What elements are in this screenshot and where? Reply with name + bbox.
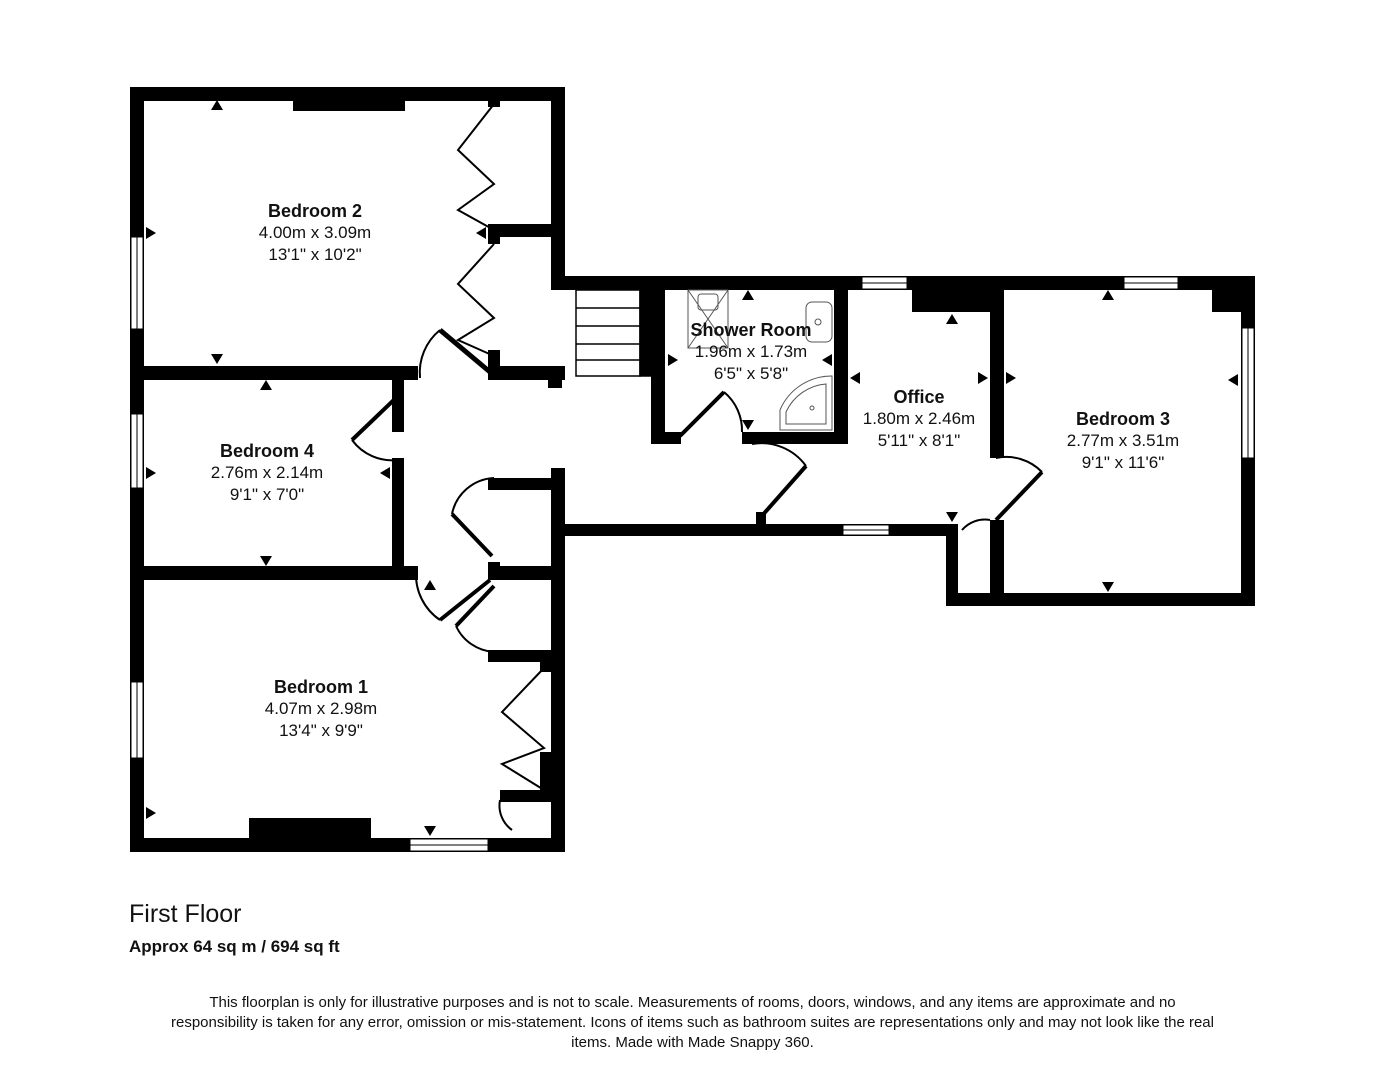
- floor-area: Approx 64 sq m / 694 sq ft: [129, 937, 340, 956]
- room-label-bedroom-3: Bedroom 3 2.77m x 3.51m 9'1" x 11'6": [1067, 408, 1179, 474]
- room-name: Bedroom 1: [273, 677, 369, 697]
- room-imperial: 9'1" x 11'6": [1081, 453, 1165, 472]
- room-metric: 2.77m x 3.51m: [1066, 431, 1180, 450]
- room-name: Bedroom 4: [219, 441, 315, 461]
- room-label-shower-room: Shower Room 1.96m x 1.73m 6'5" x 5'8": [690, 319, 811, 385]
- room-imperial: 5'11" x 8'1": [877, 431, 961, 450]
- room-label-bedroom-2: Bedroom 2 4.00m x 3.09m 13'1" x 10'2": [259, 200, 371, 266]
- room-label-office: Office 1.80m x 2.46m 5'11" x 8'1": [863, 386, 975, 452]
- dimension-markers: [146, 100, 1238, 836]
- doors: [350, 103, 1044, 831]
- room-imperial: 9'1" x 7'0": [229, 485, 305, 504]
- basin: [805, 301, 833, 343]
- room-metric: 1.96m x 1.73m: [694, 342, 808, 361]
- disclaimer-text: This floorplan is only for illustrative …: [171, 994, 1214, 1051]
- room-label-bedroom-1: Bedroom 1 4.07m x 2.98m 13'4" x 9'9": [265, 676, 377, 742]
- room-metric: 4.00m x 3.09m: [258, 223, 372, 242]
- room-name: Office: [893, 387, 945, 407]
- room-imperial: 6'5" x 5'8": [713, 364, 789, 383]
- room-metric: 2.76m x 2.14m: [210, 463, 324, 482]
- floor-title: First Floor: [129, 900, 242, 928]
- staircase: [575, 289, 652, 377]
- room-name: Bedroom 3: [1075, 409, 1171, 429]
- room-name: Bedroom 2: [267, 201, 363, 221]
- room-imperial: 13'4" x 9'9": [279, 721, 363, 740]
- room-imperial: 13'1" x 10'2": [268, 245, 362, 264]
- shower-tray: [687, 289, 729, 349]
- corner-shower: [779, 375, 833, 431]
- room-label-bedroom-4: Bedroom 4 2.76m x 2.14m 9'1" x 7'0": [211, 440, 323, 506]
- room-metric: 1.80m x 2.46m: [862, 409, 976, 428]
- room-metric: 4.07m x 2.98m: [264, 699, 378, 718]
- room-name: Shower Room: [690, 320, 812, 340]
